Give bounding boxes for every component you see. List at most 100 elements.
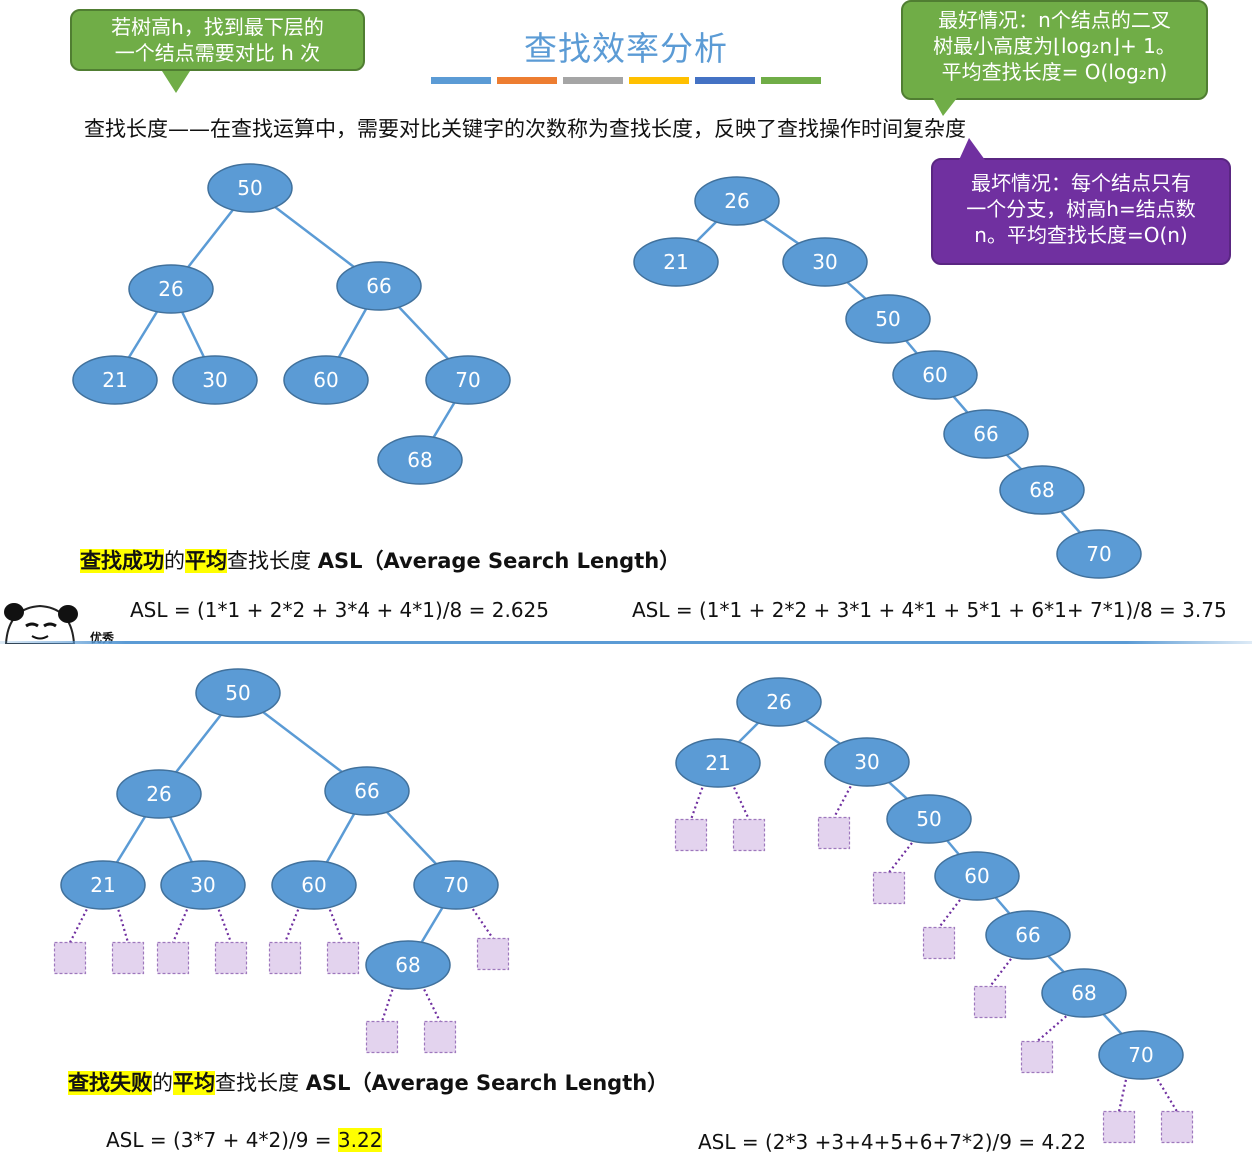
failure-search-length: 查找长度 bbox=[215, 1071, 306, 1095]
tree-node-label: 70 bbox=[1128, 1043, 1153, 1067]
color-bar-4 bbox=[629, 77, 689, 84]
success-formula-right: ASL = (1*1 + 2*2 + 3*1 + 4*1 + 5*1 + 6*1… bbox=[632, 598, 1227, 622]
tree-node-label: 70 bbox=[443, 873, 468, 897]
tree-node-label: 66 bbox=[366, 274, 391, 298]
null-link bbox=[469, 904, 494, 940]
null-link bbox=[689, 782, 706, 820]
failure-asl-heading: 查找失败的平均查找长度 ASL（Average Search Length） bbox=[68, 1067, 668, 1097]
tree-node-label: 50 bbox=[237, 176, 262, 200]
null-link bbox=[833, 781, 854, 819]
null-link bbox=[283, 904, 302, 943]
null-link bbox=[731, 782, 750, 820]
tree-node-label: 30 bbox=[190, 873, 215, 897]
color-bar-6 bbox=[761, 77, 821, 84]
search-length-definition: 查找长度——在查找运算中，需要对比关键字的次数称为查找长度，反映了查找操作时间复… bbox=[84, 117, 966, 141]
color-bar-2 bbox=[497, 77, 557, 84]
failure-leaf-square bbox=[1020, 1040, 1054, 1074]
callout-tail bbox=[933, 98, 957, 116]
tree-node-26 bbox=[116, 769, 202, 819]
success-de: 的 bbox=[164, 549, 185, 573]
failure-leaf-square bbox=[214, 941, 248, 975]
tree-node-label: 26 bbox=[158, 277, 183, 301]
success-formula-left: ASL = (1*1 + 2*2 + 3*4 + 4*1)/8 = 2.625 bbox=[130, 598, 550, 622]
null-link bbox=[888, 838, 916, 874]
tree-node-label: 21 bbox=[705, 751, 730, 775]
failure-asl-label: ASL（Average Search Length） bbox=[305, 1071, 669, 1095]
tree-node-66 bbox=[336, 261, 422, 311]
tree-node-label: 68 bbox=[1071, 981, 1096, 1005]
tree-node-50 bbox=[845, 294, 931, 344]
tree-node-label: 30 bbox=[854, 750, 879, 774]
tree-node-label: 68 bbox=[407, 448, 432, 472]
tree-node-50 bbox=[195, 668, 281, 718]
callout-best-case: 最好情况：n个结点的二叉 树最小高度为⌊log₂n⌋+ 1。 平均查找长度= O… bbox=[901, 0, 1208, 116]
tree-node-label: 70 bbox=[455, 368, 480, 392]
tree-node-label: 60 bbox=[922, 363, 947, 387]
callout-best-case-line-3: 平均查找长度= O(log₂n) bbox=[941, 60, 1168, 84]
tree-node-label: 60 bbox=[313, 368, 338, 392]
failure-leaf-square bbox=[973, 985, 1007, 1019]
failure-de: 的 bbox=[152, 1071, 173, 1095]
tree-node-66 bbox=[943, 409, 1029, 459]
tree-node-label: 50 bbox=[225, 681, 250, 705]
section-divider bbox=[0, 641, 1252, 644]
tree-node-label: 66 bbox=[354, 779, 379, 803]
tree-node-26 bbox=[694, 176, 780, 226]
callout-tail bbox=[162, 71, 190, 93]
failure-leaf-square bbox=[53, 941, 87, 975]
failure-leaf-square bbox=[732, 818, 766, 852]
tree-node-68 bbox=[365, 940, 451, 990]
tree-node-label: 66 bbox=[973, 422, 998, 446]
tree-node-66 bbox=[324, 766, 410, 816]
callout-tree-height-line-2: 一个结点需要对比 h 次 bbox=[114, 41, 321, 65]
panda-ear-right bbox=[58, 605, 78, 623]
failure-formula-left-expr: ASL = (3*7 + 4*2)/9 = bbox=[106, 1128, 338, 1152]
failure-leaf-square bbox=[1160, 1110, 1194, 1144]
tree-node-26 bbox=[736, 677, 822, 727]
panda-ear-left bbox=[4, 603, 24, 621]
null-link bbox=[1154, 1074, 1178, 1113]
failure-formula-right: ASL = (2*3 +3+4+5+6+7*2)/9 = 4.22 bbox=[698, 1130, 1087, 1154]
tree-node-label: 26 bbox=[146, 782, 171, 806]
failure-leaf-square bbox=[111, 941, 145, 975]
tree-node-60 bbox=[892, 350, 978, 400]
title-color-bar bbox=[431, 77, 821, 85]
color-bar-5 bbox=[695, 77, 755, 84]
success-average-highlight: 平均 bbox=[185, 549, 227, 573]
tree-node-50 bbox=[886, 794, 972, 844]
callout-worst-case: 最坏情况：每个结点只有 一个分支，树高h=结点数 n。平均查找长度=O(n) bbox=[931, 138, 1231, 265]
tree-node-label: 50 bbox=[875, 307, 900, 331]
tree-node-label: 30 bbox=[202, 368, 227, 392]
callout-best-case-line-2: 树最小高度为⌊log₂n⌋+ 1。 bbox=[933, 34, 1176, 58]
callout-tail bbox=[959, 138, 985, 160]
tree-node-label: 26 bbox=[766, 690, 791, 714]
tree-node-70 bbox=[413, 860, 499, 910]
null-link bbox=[380, 984, 396, 1022]
tree-node-60 bbox=[271, 860, 357, 910]
failure-leaf-square bbox=[872, 871, 906, 905]
tree-node-70 bbox=[425, 355, 511, 405]
tree-node-21 bbox=[675, 738, 761, 788]
tree-node-21 bbox=[72, 355, 158, 405]
null-link bbox=[989, 954, 1015, 988]
tree-node-30 bbox=[172, 355, 258, 405]
callout-worst-case-line-3: n。平均查找长度=O(n) bbox=[974, 223, 1188, 247]
color-bar-3 bbox=[563, 77, 623, 84]
tree-node-70 bbox=[1056, 529, 1142, 579]
tree-node-68 bbox=[377, 435, 463, 485]
tree-node-label: 60 bbox=[301, 873, 326, 897]
tree-node-label: 21 bbox=[663, 250, 688, 274]
null-link bbox=[421, 984, 441, 1022]
failure-formula-left: ASL = (3*7 + 4*2)/9 = 3.22 bbox=[106, 1128, 383, 1152]
tree-node-30 bbox=[160, 860, 246, 910]
failure-leaf-square bbox=[922, 926, 956, 960]
tree-node-26 bbox=[128, 264, 214, 314]
tree-node-60 bbox=[934, 851, 1020, 901]
failure-leaf-square bbox=[326, 941, 360, 975]
null-link bbox=[171, 904, 191, 943]
tree-node-label: 50 bbox=[916, 807, 941, 831]
tree-node-60 bbox=[283, 355, 369, 405]
